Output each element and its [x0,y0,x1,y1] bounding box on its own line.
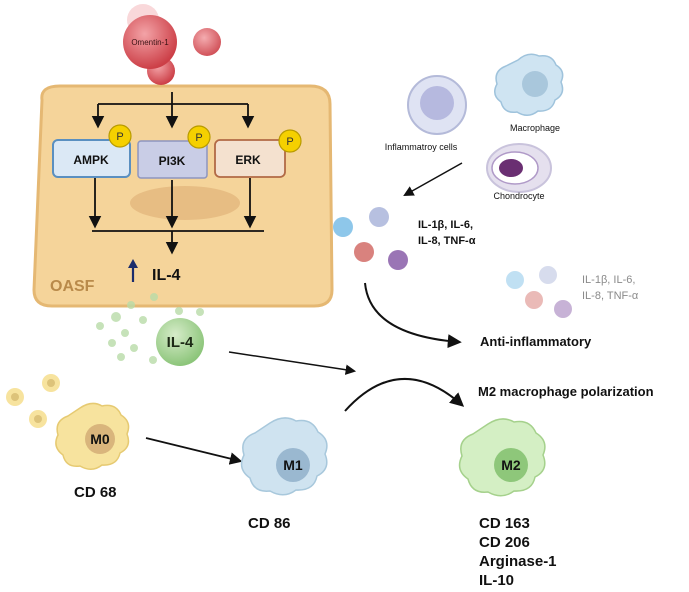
oasf-cell: OASF [32,84,334,308]
cytokines-active-line1: IL-1β, IL-6, [418,219,473,231]
erk-label: ERK [235,153,261,167]
m1-macrophage: M1 CD 86 [240,417,328,532]
phospho-label: P [116,131,123,143]
phospho-badge [108,124,132,148]
kinase-pi3k: PI3K P [137,125,211,179]
cytokines-active-line2: IL-8, TNF-α [418,235,476,247]
m2-marker-3: Arginase-1 [479,553,557,570]
signaling-arrows [88,92,264,255]
arrow-cells-to-cytokines [403,162,463,197]
m0-macrophage: M0 CD 68 [6,374,130,501]
up-arrow-icon [128,259,138,282]
omentin-molecules: Omentin-1 [123,4,221,85]
m1-label: M1 [283,457,303,473]
cytokines-active: IL-1β, IL-6, IL-8, TNF-α [333,207,476,270]
m2-marker-1: CD 163 [479,515,530,532]
m2-label: M2 [501,457,521,473]
m2-polarization-label: M2 macrophage polarization [478,384,654,399]
m2-macrophage: M2 CD 163 CD 206 Arginase-1 IL-10 [458,418,557,589]
phospho-badge [278,129,302,153]
il4-droplets [96,293,204,364]
m2-marker-2: CD 206 [479,534,530,551]
m0-marker: CD 68 [74,484,117,501]
cytokines-reduced-line2: IL-8, TNF-α [582,290,639,302]
ampk-label: AMPK [73,153,109,167]
m2-marker-4: IL-10 [479,572,514,589]
arrow-m0-to-m1 [145,437,243,465]
arrow-to-anti-inflammatory [364,282,462,349]
inflammatory-cells: Inflammatroy cells Macrophage Chondrocyt… [385,53,564,201]
cell-label: OASF [50,278,95,295]
macrophage-label: Macrophage [510,123,560,133]
omentin-label: Omentin-1 [131,38,169,47]
secreted-il4-label: IL-4 [167,334,194,351]
phospho-badge [187,125,211,149]
inflammatory-cells-label: Inflammatroy cells [385,142,458,152]
cytokines-reduced-line1: IL-1β, IL-6, [582,274,635,286]
arrow-il4-to-outcomes [228,351,357,375]
arrow-m1-to-m2 [344,377,465,412]
intracellular-il4: IL-4 [152,267,181,284]
kinase-erk: ERK P [214,129,302,178]
kinase-ampk: AMPK P [52,124,132,178]
m0-label: M0 [90,431,110,447]
chondrocyte-label: Chondrocyte [493,191,544,201]
cytokines-reduced [506,266,572,318]
il4-secreted: IL-4 [156,318,204,366]
anti-inflammatory-label: Anti-inflammatory [480,334,592,349]
pi3k-label: PI3K [159,154,186,168]
phospho-label: P [286,136,293,148]
nucleus [130,186,240,220]
m1-marker: CD 86 [248,515,291,532]
phospho-label: P [195,132,202,144]
